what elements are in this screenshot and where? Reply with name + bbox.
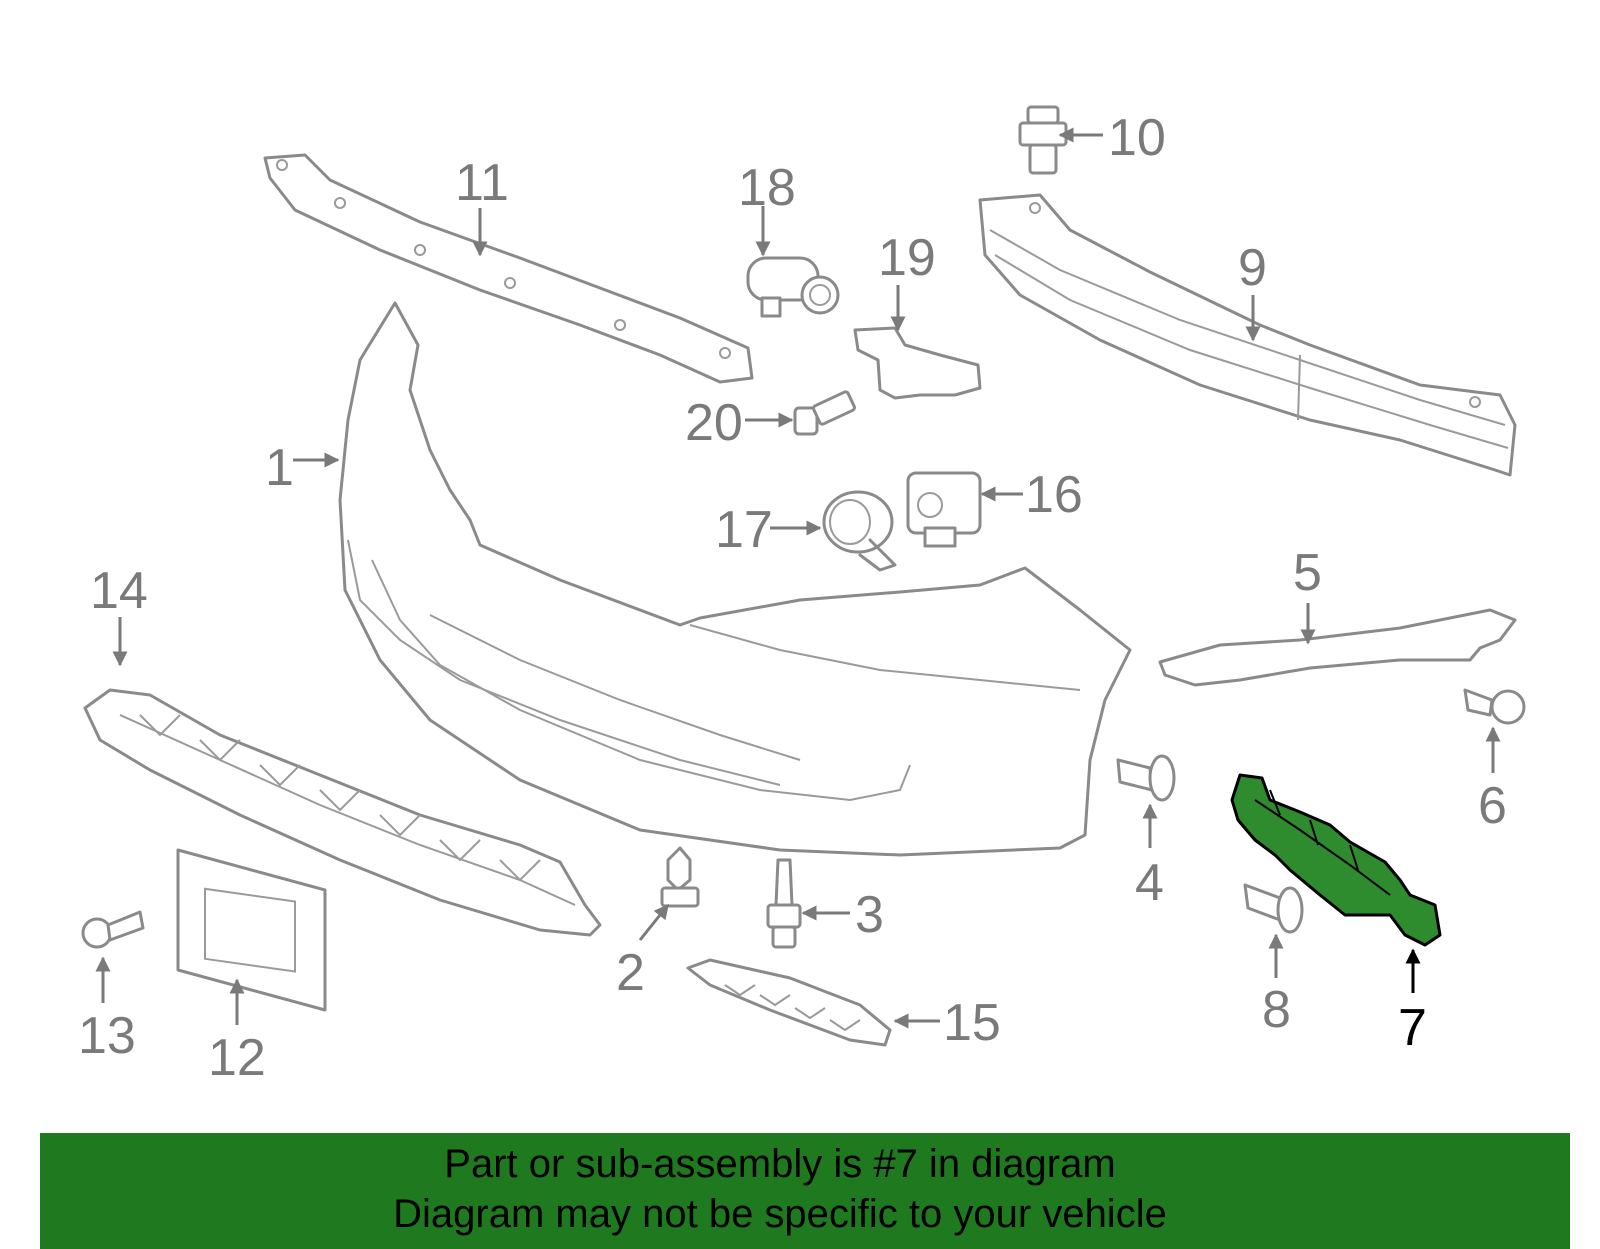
callout-17: 17 <box>715 501 773 559</box>
callout-7: 7 <box>1398 999 1427 1057</box>
banner-line-disclaimer: Diagram may not be specific to your vehi… <box>393 1192 1167 1236</box>
part-1-bumper-cover <box>338 301 1132 857</box>
part-18-parking-sensor <box>746 256 840 318</box>
part-14-lower-grille <box>83 688 602 937</box>
callout-5: 5 <box>1293 544 1322 602</box>
info-banner: Part or sub-assembly is #7 in diagram Di… <box>40 1133 1570 1249</box>
callout-19: 19 <box>878 229 936 287</box>
part-9-reinforcement-beam <box>978 193 1517 477</box>
callout-2: 2 <box>616 944 645 1002</box>
callout-12: 12 <box>208 1029 266 1087</box>
part-20-bolt <box>793 390 856 436</box>
callout-8: 8 <box>1262 981 1291 1039</box>
part-13-screw <box>81 910 145 949</box>
part-12-license-bracket <box>176 848 327 1012</box>
part-10-bolt <box>1018 105 1068 175</box>
part-19-sensor-bracket <box>853 326 982 400</box>
part-16-sensor-retainer <box>906 471 982 548</box>
callout-13: 13 <box>78 1007 136 1065</box>
leader-lines <box>95 127 1501 1029</box>
part-8-clip <box>1243 883 1304 934</box>
callout-15: 15 <box>943 994 1001 1052</box>
callout-16: 16 <box>1025 466 1083 524</box>
part-2-clip <box>660 846 700 908</box>
part-17-sensor-bezel <box>822 490 897 572</box>
part-4-clip <box>1116 754 1176 802</box>
part-15-side-grille <box>686 958 892 1047</box>
callout-10: 10 <box>1108 109 1166 167</box>
part-3-bolt <box>766 858 802 949</box>
part-11-upper-retainer <box>263 153 754 384</box>
callout-labels: 1 2 3 4 5 6 7 8 9 10 11 12 13 14 15 16 1… <box>78 109 1507 1087</box>
callout-1: 1 <box>265 439 294 497</box>
callout-18: 18 <box>738 159 796 217</box>
callout-4: 4 <box>1135 854 1164 912</box>
banner-line-part: Part or sub-assembly is #7 in diagram <box>444 1142 1116 1186</box>
callout-9: 9 <box>1238 239 1267 297</box>
callout-11: 11 <box>455 154 509 212</box>
part-6-screw <box>1463 688 1526 725</box>
callout-3: 3 <box>855 886 884 944</box>
callout-14: 14 <box>90 562 148 620</box>
callout-20: 20 <box>685 394 743 452</box>
part-5-side-spacer <box>1158 608 1517 687</box>
part-7-side-bracket-highlighted <box>1230 773 1442 947</box>
callout-6: 6 <box>1478 777 1507 835</box>
